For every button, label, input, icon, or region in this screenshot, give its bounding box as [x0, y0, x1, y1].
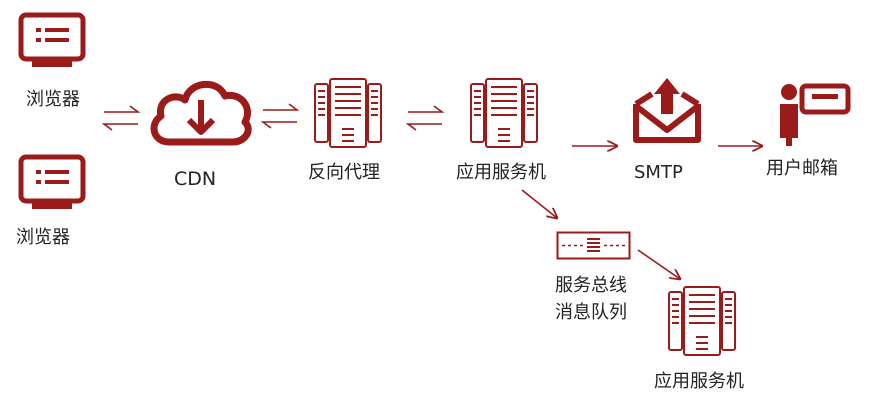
- server-icon: [668, 286, 736, 356]
- app-server-1-label: 应用服务机: [456, 162, 546, 183]
- smtp-label: SMTP: [634, 162, 683, 183]
- monitor-icon: [18, 154, 86, 209]
- node-browser-1: 浏览器: [10, 8, 90, 118]
- message-queue-label-line2: 消息队列: [555, 302, 627, 323]
- server-icon: [314, 78, 382, 148]
- edge-queue-app-server-2: [637, 249, 680, 279]
- edge-cdn-reverse-proxy: [260, 103, 300, 129]
- message-queue-label-line1: 服务总线: [555, 275, 627, 296]
- node-app-server-2: 应用服务机: [652, 284, 772, 399]
- user-mailbox-label: 用户邮箱: [766, 158, 838, 179]
- queue-icon: [556, 231, 631, 260]
- server-icon: [470, 78, 538, 148]
- node-user-mailbox: 用户邮箱: [762, 78, 877, 188]
- mail-send-icon: [633, 78, 701, 143]
- reverse-proxy-label: 反向代理: [308, 162, 380, 183]
- node-app-server-1: 应用服务机: [450, 76, 570, 186]
- edge-app-server-queue: [521, 189, 557, 218]
- node-reverse-proxy: 反向代理: [298, 76, 398, 186]
- user-card-icon: [780, 83, 851, 146]
- node-smtp: SMTP: [620, 72, 720, 187]
- app-server-2-label: 应用服务机: [654, 371, 744, 392]
- edge-reverse-proxy-app-server: [405, 105, 445, 131]
- node-cdn: CDN: [140, 70, 260, 195]
- browser-2-label: 浏览器: [16, 227, 70, 248]
- node-browser-2: 浏览器: [10, 150, 90, 250]
- monitor-icon: [18, 12, 86, 67]
- cloud-download-icon: [150, 80, 252, 146]
- edge-browser-cdn: [101, 105, 141, 131]
- node-message-queue: 服务总线 消息队列: [555, 230, 645, 330]
- cdn-label: CDN: [174, 168, 217, 190]
- browser-1-label: 浏览器: [26, 89, 80, 110]
